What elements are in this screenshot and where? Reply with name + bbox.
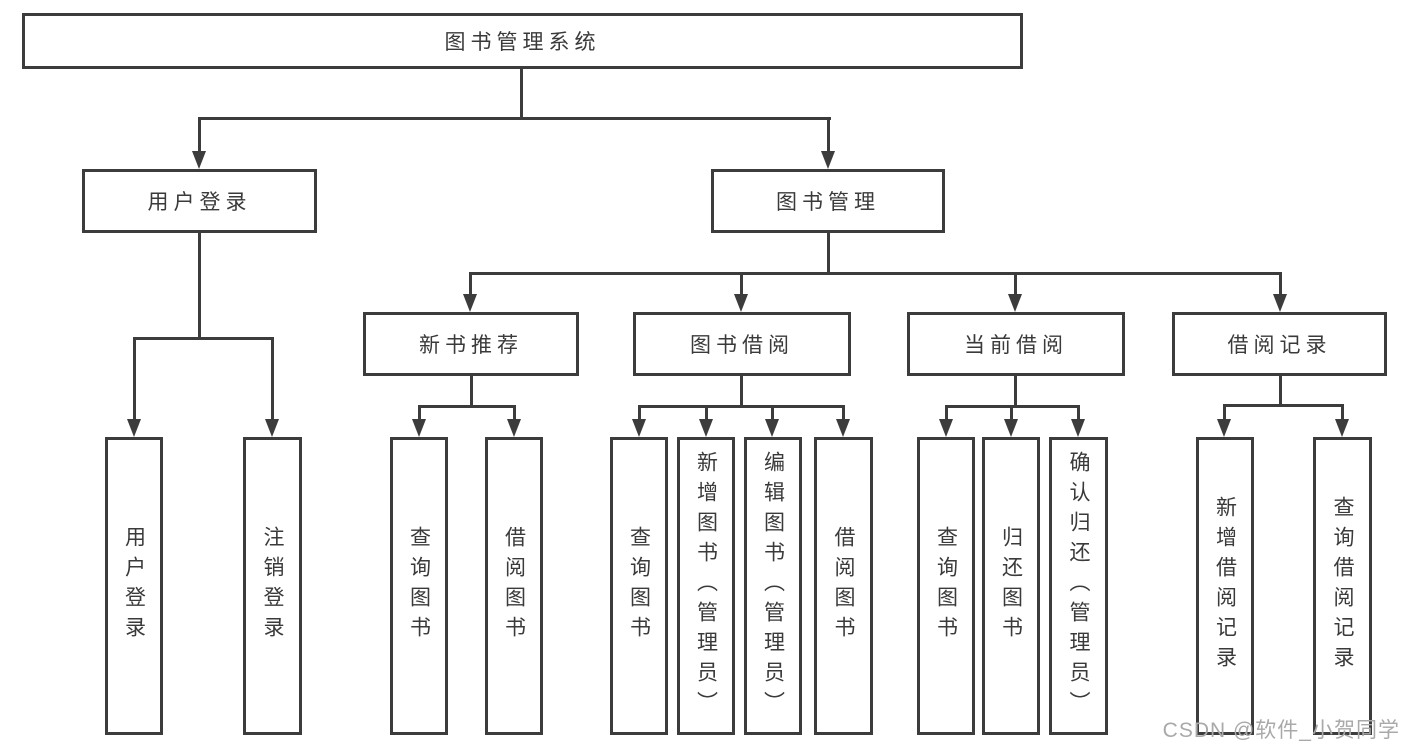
leaf-return-book: 归还图书 (982, 437, 1040, 735)
node-label: 图书管理 (776, 191, 880, 214)
connector-line (827, 232, 830, 274)
arrow-down-icon (127, 419, 141, 437)
connector-line (198, 117, 831, 120)
connector-line (198, 117, 201, 153)
node-label: 归还图书 (999, 526, 1023, 646)
arrow-down-icon (1217, 419, 1231, 437)
connector-line (740, 272, 743, 296)
node-borrow-record: 借阅记录 (1172, 312, 1387, 376)
connector-line (827, 117, 830, 153)
node-label: 当前借阅 (964, 334, 1068, 357)
node-label: 新增图书（管理员） (694, 451, 718, 721)
node-label: 注销登录 (261, 526, 285, 646)
arrow-down-icon (1335, 419, 1349, 437)
leaf-user-login: 用户登录 (105, 437, 163, 735)
arrow-down-icon (765, 419, 779, 437)
leaf-query-borrow-record: 查询借阅记录 (1313, 437, 1372, 735)
leaf-query-book-borrow: 查询图书 (610, 437, 668, 735)
node-label: 借阅图书 (502, 526, 526, 646)
arrow-down-icon (1004, 419, 1018, 437)
arrow-down-icon (836, 419, 850, 437)
arrow-down-icon (734, 294, 748, 312)
leaf-confirm-return-admin: 确认归还（管理员） (1049, 437, 1108, 735)
arrow-down-icon (1071, 419, 1085, 437)
connector-line (1010, 405, 1013, 421)
leaf-add-book-admin: 新增图书（管理员） (677, 437, 735, 735)
connector-line (271, 337, 274, 421)
connector-line (842, 405, 845, 421)
connector-line (513, 405, 516, 421)
connector-line (705, 405, 708, 421)
connector-line (418, 405, 515, 408)
arrow-down-icon (939, 419, 953, 437)
node-label: 用户登录 (147, 191, 252, 214)
connector-line (418, 405, 421, 421)
node-root-system: 图书管理系统 (22, 13, 1023, 69)
arrow-down-icon (1008, 294, 1022, 312)
node-new-book-recommend: 新书推荐 (363, 312, 579, 376)
arrow-down-icon (699, 419, 713, 437)
leaf-edit-book-admin: 编辑图书（管理员） (744, 437, 802, 735)
connector-line (945, 405, 948, 421)
connector-line (133, 337, 274, 340)
node-current-borrow: 当前借阅 (907, 312, 1125, 376)
arrow-down-icon (265, 419, 279, 437)
leaf-logout: 注销登录 (243, 437, 302, 735)
node-label: 图书管理系统 (444, 31, 601, 54)
leaf-borrow-book: 借阅图书 (814, 437, 873, 735)
node-label: 编辑图书（管理员） (761, 451, 785, 721)
connector-line (133, 337, 136, 421)
node-label: 查询图书 (934, 526, 958, 646)
leaf-query-book-current: 查询图书 (917, 437, 975, 735)
arrow-down-icon (412, 419, 426, 437)
connector-line (1279, 376, 1282, 406)
connector-line (469, 272, 472, 296)
node-label: 新增借阅记录 (1213, 496, 1237, 676)
node-book-management: 图书管理 (711, 169, 945, 233)
node-label: 借阅图书 (832, 526, 856, 646)
leaf-borrow-book-recommend: 借阅图书 (485, 437, 543, 735)
connector-line (520, 69, 523, 119)
node-label: 图书借阅 (690, 334, 794, 357)
arrow-down-icon (192, 151, 206, 169)
node-label: 查询图书 (627, 526, 651, 646)
connector-line (740, 376, 743, 407)
watermark: CSDN @软件_小贺同学 (1162, 719, 1400, 742)
connector-line (771, 405, 774, 421)
connector-line (1077, 405, 1080, 421)
connector-line (1223, 404, 1344, 407)
connector-line (1279, 272, 1282, 296)
node-label: 查询借阅记录 (1331, 496, 1355, 676)
node-label: 借阅记录 (1227, 334, 1332, 357)
arrow-down-icon (1273, 294, 1287, 312)
node-label: 查询图书 (407, 526, 431, 646)
node-label: 确认归还（管理员） (1067, 451, 1091, 721)
arrow-down-icon (463, 294, 477, 312)
node-user-login: 用户登录 (82, 169, 317, 233)
node-label: 新书推荐 (419, 334, 523, 357)
connector-line (638, 405, 844, 408)
connector-line (1341, 404, 1344, 421)
connector-line (1223, 404, 1226, 421)
connector-line (638, 405, 641, 421)
arrow-down-icon (821, 151, 835, 169)
arrow-down-icon (507, 419, 521, 437)
leaf-add-borrow-record: 新增借阅记录 (1196, 437, 1254, 735)
arrow-down-icon (632, 419, 646, 437)
connector-line (1014, 376, 1017, 407)
node-label: 用户登录 (122, 526, 146, 646)
connector-line (1014, 272, 1017, 296)
connector-line (470, 376, 473, 407)
connector-line (198, 231, 201, 339)
node-book-borrow: 图书借阅 (633, 312, 851, 376)
connector-line (470, 272, 1281, 275)
leaf-query-book-recommend: 查询图书 (390, 437, 448, 735)
